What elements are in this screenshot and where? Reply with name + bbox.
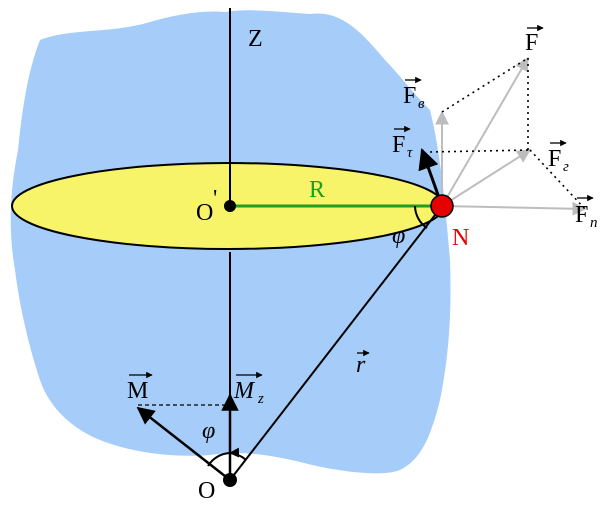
fg-sub: г: [563, 159, 569, 175]
r-vector: [229, 205, 443, 481]
angle-label-o: φ: [202, 418, 215, 444]
center-label: O: [196, 200, 213, 226]
f-label: F: [525, 30, 538, 56]
point-n-label: N: [452, 225, 469, 251]
point-n: [430, 194, 454, 218]
angle-label-n: φ: [392, 223, 405, 249]
fn-sub: n: [590, 215, 598, 231]
ft-label: F: [392, 132, 405, 158]
r-label: r: [356, 352, 366, 378]
center-point: [224, 200, 236, 212]
m-label: M: [127, 378, 148, 404]
mz-label: M: [233, 378, 256, 404]
construction-lines: [429, 57, 586, 210]
fg-label: F: [548, 146, 561, 172]
fv-sub: в: [418, 96, 425, 112]
origin-point: [223, 473, 237, 487]
ft-sub: τ: [407, 145, 413, 161]
origin-label: O: [198, 478, 215, 504]
angle-arc-n: [414, 205, 428, 229]
center-prime: ': [213, 186, 217, 212]
mz-sub: z: [257, 391, 264, 407]
m-vector: [136, 406, 231, 481]
axis-z-label: Z: [248, 26, 263, 52]
angle-arc-o-right: [229, 452, 247, 461]
f-vector: [441, 56, 529, 207]
fn-vector: [441, 201, 587, 216]
fn-label: F: [575, 202, 588, 228]
radius-label: R: [309, 177, 325, 203]
fg-vector: [441, 149, 532, 207]
fv-label: F: [403, 83, 416, 109]
